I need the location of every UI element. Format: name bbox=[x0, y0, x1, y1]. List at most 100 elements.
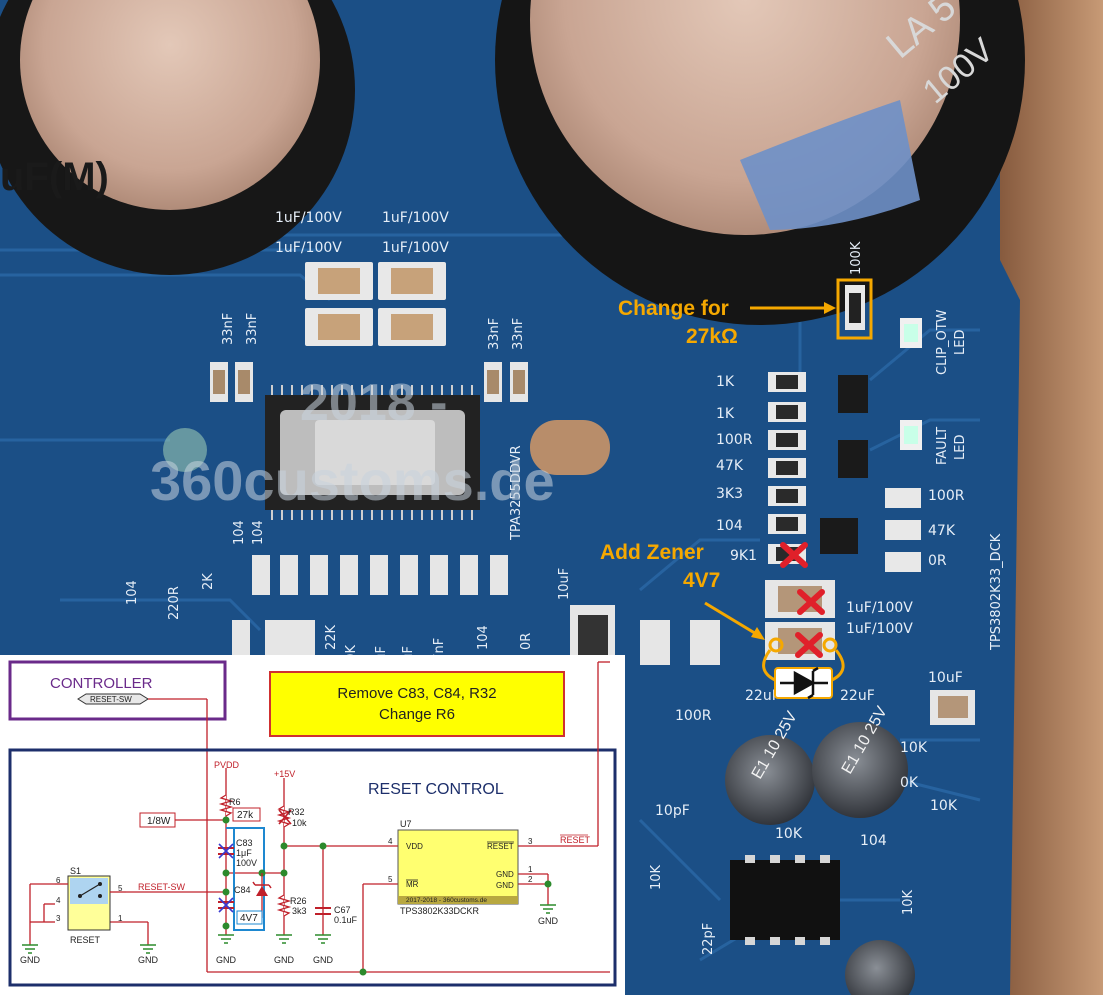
pin-num-2: 2 bbox=[528, 875, 533, 884]
note-line1: Remove C83, C84, R32 bbox=[337, 685, 496, 702]
silk-cap-tr1: 1uF/100V bbox=[382, 210, 449, 226]
annotation-zener-line1: Add Zener bbox=[600, 541, 704, 564]
chip-label: TPA3255DDVR bbox=[509, 445, 524, 541]
silk-bottom-2: 104 bbox=[860, 833, 887, 849]
board-slot bbox=[530, 420, 610, 475]
switch-s1: S1 RESET 6 4 3 5 1 RESET-SW bbox=[55, 866, 186, 945]
annotation-change-line1: Change for bbox=[618, 297, 729, 320]
silk-left-3: 104 bbox=[232, 520, 247, 545]
pin-vdd: VDD bbox=[406, 842, 423, 851]
r6-rating: 1/8W bbox=[147, 816, 171, 827]
note-line2: Change R6 bbox=[379, 706, 455, 723]
c83-name: C83 bbox=[236, 838, 253, 848]
plus15v-label: +15V bbox=[274, 769, 295, 779]
net-dots bbox=[222, 816, 552, 976]
silk-col-3: 47K bbox=[716, 458, 744, 474]
s1-name: S1 bbox=[70, 866, 81, 876]
silk-col-2: 100R bbox=[716, 432, 753, 448]
silk-33nf-3: 33nF bbox=[487, 318, 502, 350]
u7-name: U7 bbox=[400, 819, 412, 829]
c67-value: 0.1uF bbox=[334, 915, 358, 925]
arrow-head-icon-2 bbox=[751, 627, 765, 640]
pin-num-5: 5 bbox=[388, 875, 393, 884]
silk-col-4: 3K3 bbox=[716, 486, 743, 502]
silk-led-clip: CLIP_OTW bbox=[935, 309, 950, 375]
s1-pin5: 5 bbox=[118, 884, 123, 893]
arrow-head-icon bbox=[824, 302, 836, 314]
controller-signal: RESET-SW bbox=[90, 695, 132, 704]
silk-bottom-1: 10K bbox=[930, 798, 958, 814]
controller-title: CONTROLLER bbox=[50, 675, 153, 692]
transistors-leds: CLIP_OTW LED FAULT LED 100K 100R 47K 0R … bbox=[820, 241, 1004, 651]
pin-gnd1: GND bbox=[496, 870, 514, 879]
silk-col-6: 9K1 bbox=[730, 548, 757, 564]
silk-left-11: 0R bbox=[519, 633, 534, 650]
silk-22uf-2: 22uF bbox=[840, 688, 875, 704]
u7-copyright: 2017-2018 - 360customs.de bbox=[406, 897, 487, 904]
zener-pad-left bbox=[768, 637, 784, 653]
silk-led-word-1: LED bbox=[953, 330, 968, 355]
silk-bottom-0: 10K bbox=[900, 740, 928, 756]
amplifier-chip: TPA3255DDVR bbox=[265, 385, 524, 541]
removal-crosses bbox=[780, 542, 825, 658]
silk-33nf-4: 33nF bbox=[511, 318, 526, 350]
pvdd-label: PVDD bbox=[214, 760, 240, 770]
silk-cap-tl2: 1uF/100V bbox=[275, 240, 342, 256]
silk-bottom-6: 10pF bbox=[655, 803, 690, 819]
pin-gnd2: GND bbox=[496, 881, 514, 890]
c67-name: C67 bbox=[334, 905, 351, 915]
watermark-line1: 2018 - bbox=[300, 374, 447, 432]
annotation-add-zener: Add Zener 4V7 bbox=[600, 541, 845, 700]
pin-mr: MR bbox=[406, 880, 419, 889]
watermark-line2: 360customs.de bbox=[150, 449, 555, 512]
annotation-change-r6: Change for 27kΩ bbox=[618, 278, 873, 348]
silk-33nf-1: 33nF bbox=[221, 313, 236, 345]
silk-100k: 100K bbox=[849, 241, 864, 275]
r6-name: R6 bbox=[229, 797, 241, 807]
cross-icon-r32 bbox=[780, 542, 808, 568]
silk-right-0: 100R bbox=[928, 488, 965, 504]
big-cap-text-1: uF(M) bbox=[0, 155, 109, 199]
silk-right-2: 0R bbox=[928, 553, 947, 569]
silk-cap-tl1: 1uF/100V bbox=[275, 210, 342, 226]
capacitor-c67: C67 0.1uF bbox=[315, 905, 358, 925]
silk-ic-label: TPS3802K33_DCK bbox=[989, 533, 1004, 651]
ic-u7: U7 2017-2018 - 360customs.de TPS3802K33D… bbox=[388, 819, 591, 916]
gnd-label-2: GND bbox=[138, 955, 159, 965]
c84-name: C84 bbox=[234, 885, 251, 895]
r6-highlight-box bbox=[836, 278, 873, 340]
gnd-symbols bbox=[22, 904, 556, 954]
zener-value: 4V7 bbox=[240, 913, 258, 924]
smd-caps-top: 1uF/100V 1uF/100V 1uF/100V 1uF/100V 33nF… bbox=[210, 210, 528, 402]
silk-led-word-2: LED bbox=[953, 435, 968, 460]
gnd-label-5: GND bbox=[313, 955, 334, 965]
r6-value: 27k bbox=[237, 810, 254, 821]
silk-100r: 100R bbox=[675, 708, 712, 724]
silk-bottom-4: 0K bbox=[900, 775, 919, 791]
silk-left-2: 2K bbox=[201, 573, 216, 590]
big-capacitor-left: uF(M) bbox=[0, 0, 355, 275]
r32-value: 10k bbox=[292, 818, 307, 828]
gnd-label-6: GND bbox=[538, 916, 559, 926]
zener-schematic-icon: 4V7 bbox=[236, 873, 272, 925]
pin-num-4: 4 bbox=[388, 837, 393, 846]
cross-icon-c83 bbox=[797, 589, 825, 615]
s1-pin1: 1 bbox=[118, 914, 123, 923]
schematic-inset: CONTROLLER RESET-SW Remove C83, C84, R32… bbox=[0, 655, 625, 995]
s1-pin6: 6 bbox=[56, 876, 61, 885]
big-capacitor-right: LA 5 100V bbox=[495, 0, 1025, 325]
r32-name: R32 bbox=[288, 807, 305, 817]
zener-diode-icon bbox=[780, 666, 828, 700]
silk-cap-tr2: 1uF/100V bbox=[382, 240, 449, 256]
silk-bottom-3: 10K bbox=[775, 826, 803, 842]
reset-control-title: RESET CONTROL bbox=[368, 781, 504, 798]
annotation-change-line2: 27kΩ bbox=[686, 325, 738, 348]
r26-value: 3k3 bbox=[292, 906, 307, 916]
silk-22uf-1: 22uF bbox=[745, 688, 780, 704]
silk-1uf-r1: 1uF/100V bbox=[846, 600, 913, 616]
resistor-r32: R32 10k bbox=[276, 805, 307, 828]
pin-reset: RESET bbox=[487, 842, 514, 851]
silk-left-1: 220R bbox=[167, 586, 182, 620]
silk-bottom-8: 10K bbox=[901, 889, 916, 915]
silk-bottom-5: 10K bbox=[649, 864, 664, 890]
